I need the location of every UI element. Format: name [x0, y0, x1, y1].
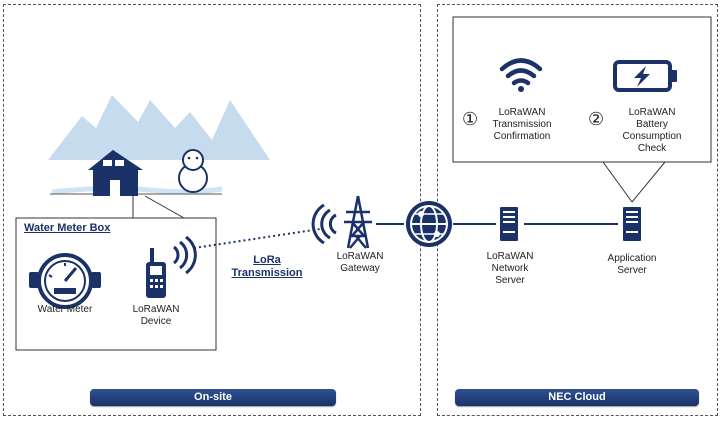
lora-label-line1: LoRa [253, 254, 281, 266]
gateway-signal-icon [311, 203, 337, 245]
function-1-line3: Confirmation [493, 131, 551, 142]
function-2-number: ② [588, 109, 605, 130]
network-server-label: LoRaWAN Network Server [470, 251, 550, 287]
wifi-icon [499, 58, 543, 86]
function-2-line1: LoRaWAN [628, 107, 676, 118]
gateway-label: LoRaWAN Gateway [320, 251, 400, 275]
network-server-line2: Network [491, 263, 529, 274]
function-2-label: LoRaWAN Battery Consumption Check [610, 107, 694, 155]
app-server-line1: Application [607, 253, 657, 264]
water-meter-icon [29, 253, 101, 309]
function-1-line1: LoRaWAN [498, 107, 546, 118]
function-2-line2: Battery [636, 119, 668, 130]
function-2-line3: Consumption [622, 131, 682, 142]
house-icon [88, 150, 143, 196]
lorawan-device-label: LoRaWAN Device [116, 304, 196, 328]
water-meter-label: Water Meter [37, 304, 93, 315]
gateway-label-line1: LoRaWAN [336, 251, 384, 262]
snowman-icon [178, 149, 208, 193]
lorawan-device-icon [146, 248, 166, 298]
application-server-label: Application Server [592, 253, 672, 277]
function-1-label: LoRaWAN Transmission Confirmation [480, 107, 564, 143]
function-1-line2: Transmission [492, 119, 552, 130]
cloud-zone-label: NEC Cloud [455, 389, 699, 406]
network-server-line1: LoRaWAN [486, 251, 534, 262]
device-signal-icon [172, 235, 197, 275]
wifi-dot [518, 86, 524, 92]
device-label-line2: Device [140, 316, 172, 327]
globe-icon [406, 201, 452, 247]
callout-line-right [144, 195, 185, 219]
application-server-icon [623, 207, 641, 241]
function-2-line4: Check [637, 143, 667, 154]
battery-icon [613, 60, 677, 92]
lora-transmission-label: LoRa Transmission [222, 254, 312, 280]
network-server-icon [500, 207, 518, 241]
function-1-number: ① [462, 109, 479, 130]
network-server-line3: Server [495, 275, 525, 286]
functions-callout-left [602, 161, 633, 203]
functions-callout-right [631, 161, 666, 203]
gateway-tower-icon [344, 195, 372, 249]
onsite-zone-label: On-site [90, 389, 336, 406]
device-label-line1: LoRaWAN [132, 304, 180, 315]
lora-transmission-line [193, 228, 321, 249]
water-meter-box-title: Water Meter Box [24, 222, 111, 234]
mountains-icon [48, 95, 270, 160]
gateway-label-line2: Gateway [340, 263, 380, 274]
lora-label-line2: Transmission [231, 267, 303, 279]
app-server-line2: Server [617, 265, 647, 276]
